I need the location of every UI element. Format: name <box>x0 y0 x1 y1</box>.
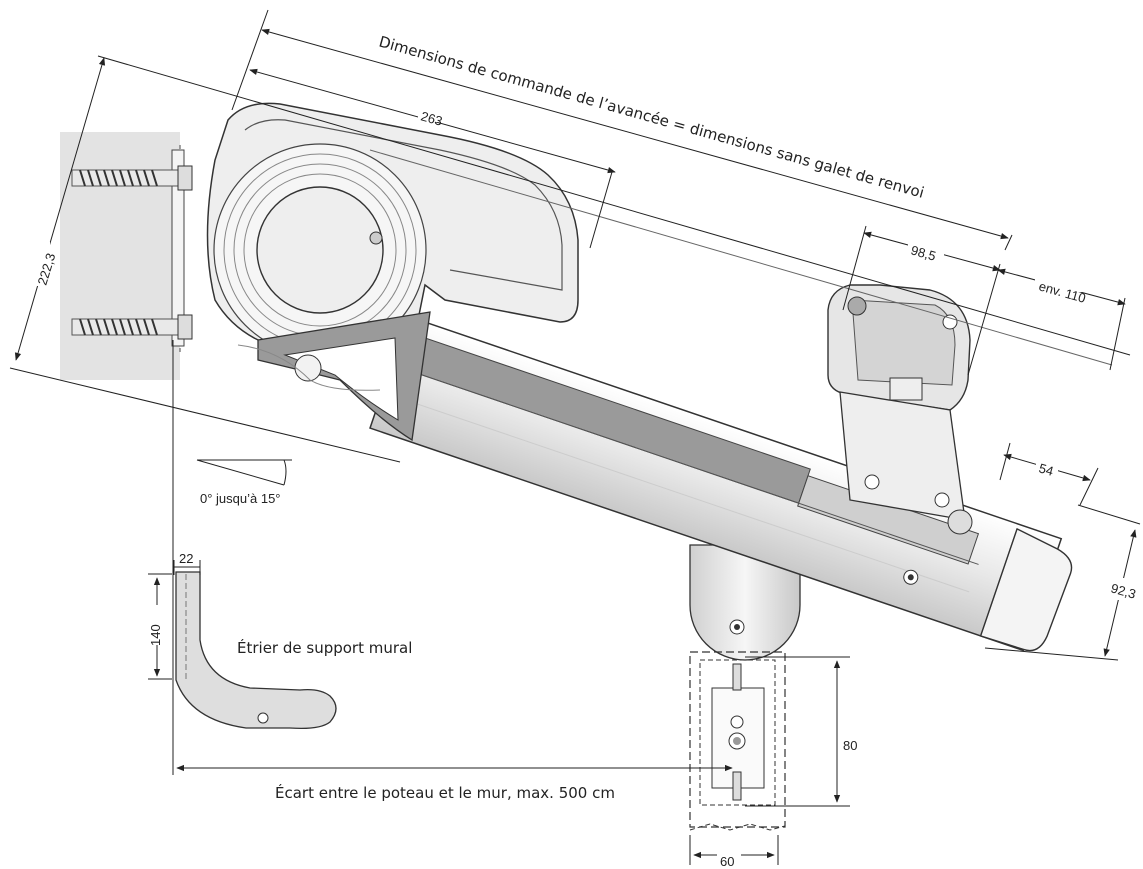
support-post <box>689 544 801 831</box>
tilt-angle: 0° jusqu’à 15° <box>196 459 292 506</box>
dim-54-label: 54 <box>1037 460 1055 478</box>
wall-support-bracket: 22 140 Étrier de support mural <box>147 551 412 730</box>
dim-post-wall-distance: Écart entre le poteau et le mur, max. 50… <box>172 340 733 802</box>
right-end-cap <box>827 284 973 535</box>
dim-80: 80 <box>745 656 857 807</box>
wall-screw-top <box>71 165 193 191</box>
wall-screw-bottom <box>71 314 193 340</box>
distance-caption: Écart entre le poteau et le mur, max. 50… <box>275 783 615 802</box>
dim-54: 54 <box>999 442 1099 506</box>
dim-222-3: 222,3 <box>9 55 1131 463</box>
tilt-angle-label: 0° jusqu’à 15° <box>200 491 281 506</box>
dim-60: 60 <box>689 835 779 869</box>
dim-22-label: 22 <box>179 551 193 566</box>
dim-98-5-label: 98,5 <box>909 242 937 263</box>
dim-92-3: 92,3 <box>984 504 1142 661</box>
dim-60-label: 60 <box>720 854 734 869</box>
mounting-bracket-arm <box>237 311 431 442</box>
dim-92-3-label: 92,3 <box>1109 580 1137 601</box>
dim-140-label: 140 <box>148 624 163 646</box>
dim-80-label: 80 <box>843 738 857 753</box>
dim-263-label: 263 <box>419 108 444 128</box>
dim-env-110: env. 110 <box>997 268 1126 371</box>
wall-plate <box>171 149 185 347</box>
bracket-caption: Étrier de support mural <box>237 638 412 657</box>
dim-263: 263 <box>249 68 616 249</box>
wall <box>60 132 180 380</box>
dim-98-5: 98,5 <box>842 225 1001 376</box>
